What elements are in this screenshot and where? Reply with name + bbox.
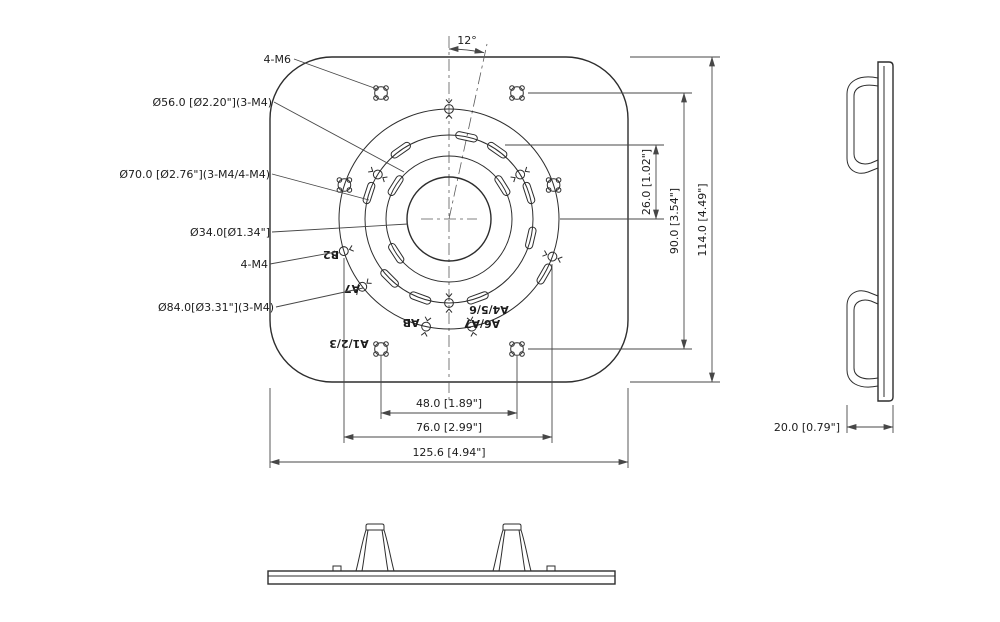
side-bottom-hook-inner bbox=[853, 299, 879, 380]
boss-cap bbox=[365, 523, 385, 530]
center-hole bbox=[406, 176, 492, 262]
boss-cap bbox=[502, 523, 522, 530]
callout-d34: Ø34.0[Ø1.34"] bbox=[190, 226, 270, 239]
leader-line bbox=[275, 287, 364, 308]
dim-angle: 12° bbox=[457, 34, 477, 47]
callout-d56: Ø56.0 [Ø2.20"](3-M4) bbox=[153, 96, 272, 109]
side-bottom-hook-outer bbox=[846, 290, 879, 388]
angled-centerline-12deg bbox=[448, 43, 488, 220]
dim-v114: 114.0 [4.49"] bbox=[696, 183, 709, 256]
base-detail bbox=[546, 565, 556, 572]
boss-sides bbox=[492, 529, 532, 572]
dim-h48: 48.0 [1.89"] bbox=[416, 397, 482, 410]
leader-line bbox=[269, 251, 337, 265]
bottom-view bbox=[267, 523, 616, 585]
dim-v90: 90.0 [3.54"] bbox=[668, 188, 681, 254]
leader-line bbox=[293, 58, 378, 90]
hole-label-a6a7: A6/A7 bbox=[464, 317, 500, 330]
bolt-circle-84 bbox=[338, 108, 560, 330]
dimensions: 12° 26.0 [1.02"] 90.0 [3.54"] 114.0 [4.4… bbox=[269, 34, 720, 468]
bolt-circle-56 bbox=[385, 155, 513, 283]
side-view: 20.0 [0.79"] bbox=[774, 61, 894, 434]
dim-v26: 26.0 [1.02"] bbox=[640, 149, 653, 215]
angle-dim-arc bbox=[448, 46, 485, 54]
front-view: B2 A7 A1/2/3 AB A4/5/6 A6/A7 bbox=[269, 36, 629, 400]
boss-inner bbox=[498, 529, 526, 572]
dim-d20: 20.0 [0.79"] bbox=[774, 421, 840, 434]
side-profile-bar bbox=[877, 61, 894, 402]
base-plate bbox=[267, 570, 616, 585]
callout-d70: Ø70.0 [Ø2.76"](3-M4/4-M4) bbox=[119, 168, 270, 181]
base-detail bbox=[332, 565, 342, 572]
dim-h125: 125.6 [4.94"] bbox=[412, 446, 485, 459]
hole-label-b2: B2 bbox=[323, 248, 339, 261]
leader-line bbox=[273, 101, 405, 173]
bolt-circle-70 bbox=[364, 134, 534, 304]
side-top-hook-outer bbox=[846, 76, 879, 174]
hole-label-a7: A7 bbox=[344, 282, 360, 295]
leader-line bbox=[271, 223, 409, 233]
callout-4m6: 4-M6 bbox=[264, 53, 291, 66]
side-top-hook-inner bbox=[853, 84, 879, 165]
boss-inner bbox=[361, 529, 389, 572]
leader-line bbox=[271, 173, 370, 201]
callouts: 4-M6 Ø56.0 [Ø2.20"](3-M4) Ø70.0 [Ø2.76"]… bbox=[119, 53, 409, 314]
callout-4m4: 4-M4 bbox=[241, 258, 268, 271]
hole-label-a456: A4/5/6 bbox=[469, 303, 509, 316]
callout-d84: Ø84.0[Ø3.31"](3-M4) bbox=[158, 301, 274, 314]
hole-label-a123: A1/2/3 bbox=[329, 337, 369, 350]
boss-sides bbox=[355, 529, 395, 572]
dim-h76: 76.0 [2.99"] bbox=[416, 421, 482, 434]
hole-label-ab: AB bbox=[403, 316, 420, 329]
